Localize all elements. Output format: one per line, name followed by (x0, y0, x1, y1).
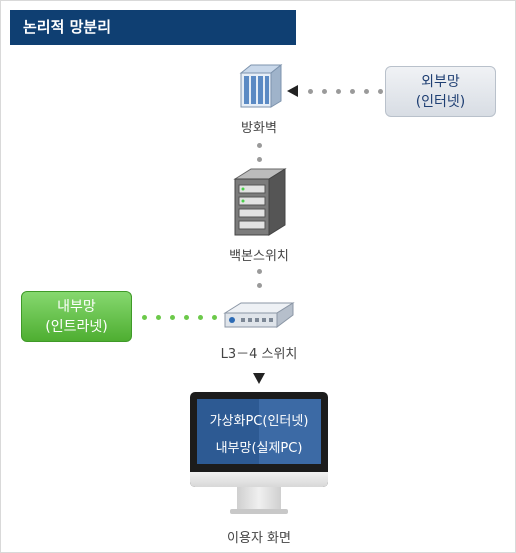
connector-dot (364, 89, 369, 94)
server-icon (233, 168, 287, 236)
internal-network-sublabel: (인트라넷) (45, 318, 108, 335)
firewall-label: 방화벽 (241, 121, 277, 136)
connector-dot (198, 315, 203, 320)
l3-4-switch-label: L3－4 스위치 (220, 347, 298, 362)
monitor-icon: 가상화PC(인터넷) 내부망(실제PC) (190, 392, 328, 487)
arrow-left-icon (287, 85, 298, 97)
connector-dot (257, 283, 262, 288)
connector-dot (184, 315, 189, 320)
connector-dot (170, 315, 175, 320)
backbone-label: 백본스위치 (229, 249, 289, 264)
external-network-box: 외부망 (인터넷) (385, 66, 496, 117)
firewall-icon (239, 63, 283, 108)
external-network-label: 외부망 (421, 73, 460, 90)
connector-dot (308, 89, 313, 94)
user-screen-label: 이용자 화면 (227, 531, 291, 546)
monitor-stand (237, 487, 281, 509)
connector-dot (156, 315, 161, 320)
physical-pc-label: 내부망(실제PC) (215, 441, 303, 456)
connector-dot (212, 315, 217, 320)
connector-dot (350, 89, 355, 94)
connector-dot (336, 89, 341, 94)
virtual-pc-label: 가상화PC(인터넷) (209, 414, 309, 429)
external-network-sublabel: (인터넷) (415, 93, 466, 110)
connector-dot (257, 157, 262, 162)
switch-icon (223, 302, 295, 328)
arrow-down-icon (253, 373, 265, 384)
connector-dot (322, 89, 327, 94)
connector-dot (142, 315, 147, 320)
connector-dot (257, 143, 262, 148)
diagram-title: 논리적 망분리 (10, 10, 296, 45)
monitor-chin (190, 472, 328, 487)
monitor-foot (230, 509, 288, 514)
connector-dot (257, 269, 262, 274)
monitor-screen: 가상화PC(인터넷) 내부망(실제PC) (197, 399, 321, 464)
connector-dot (378, 89, 383, 94)
internal-network-label: 내부망 (57, 298, 96, 315)
internal-network-box: 내부망 (인트라넷) (21, 291, 132, 342)
